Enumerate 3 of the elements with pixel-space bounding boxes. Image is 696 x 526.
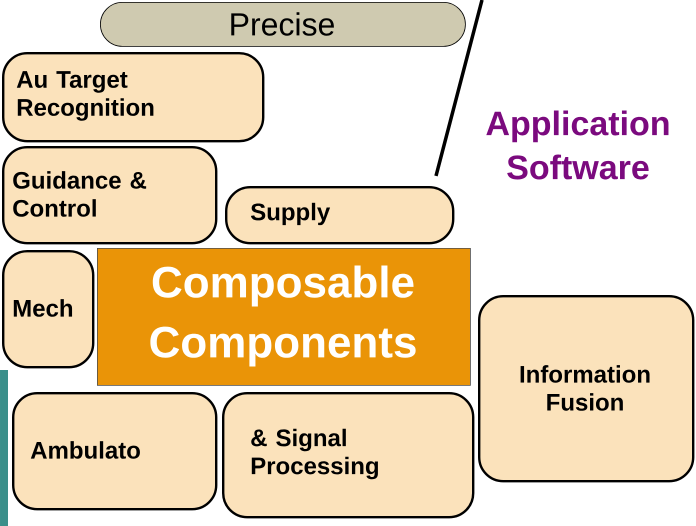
rounded-box: Precise <box>100 2 466 47</box>
title-box: Composable Components <box>97 248 471 386</box>
heading-text: Application Software <box>486 110 668 180</box>
